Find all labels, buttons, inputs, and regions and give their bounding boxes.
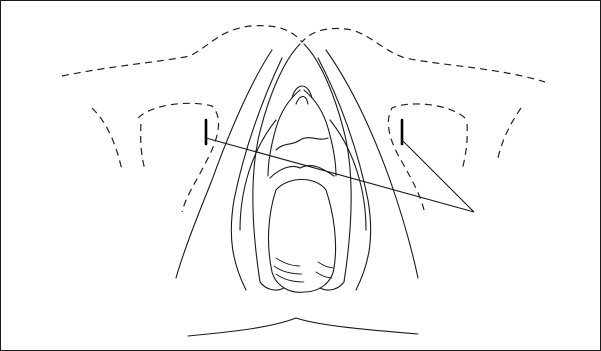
middle-wavy-tissue [276,138,328,150]
hood-inner-top [296,97,308,105]
left-outer-fold [176,50,272,278]
lower-hatch-3 [276,274,304,282]
middle-inner-fold [270,166,334,178]
lower-hatch-1 [276,258,300,266]
right-fold-3 [330,120,366,230]
left-leader-line [206,138,474,212]
right-dashed-groin-contour [498,108,521,158]
right-outer-fold [326,50,418,278]
right-dashed-inner-contour [462,124,467,170]
left-dashed-groin-contour [92,108,122,170]
lower-hatch-5 [316,272,332,278]
upper-dashed-contour [62,26,545,82]
lower-hatch-4 [318,262,334,268]
hood-outline [268,90,336,176]
left-inner-lip [253,44,300,290]
bottom-curve [188,318,418,336]
right-fold-2 [318,58,371,290]
right-leader-line [402,140,474,212]
lower-hatch-2 [274,266,302,274]
left-dashed-inner-contour [141,124,145,170]
right-dashed-thigh-contour [388,104,465,210]
